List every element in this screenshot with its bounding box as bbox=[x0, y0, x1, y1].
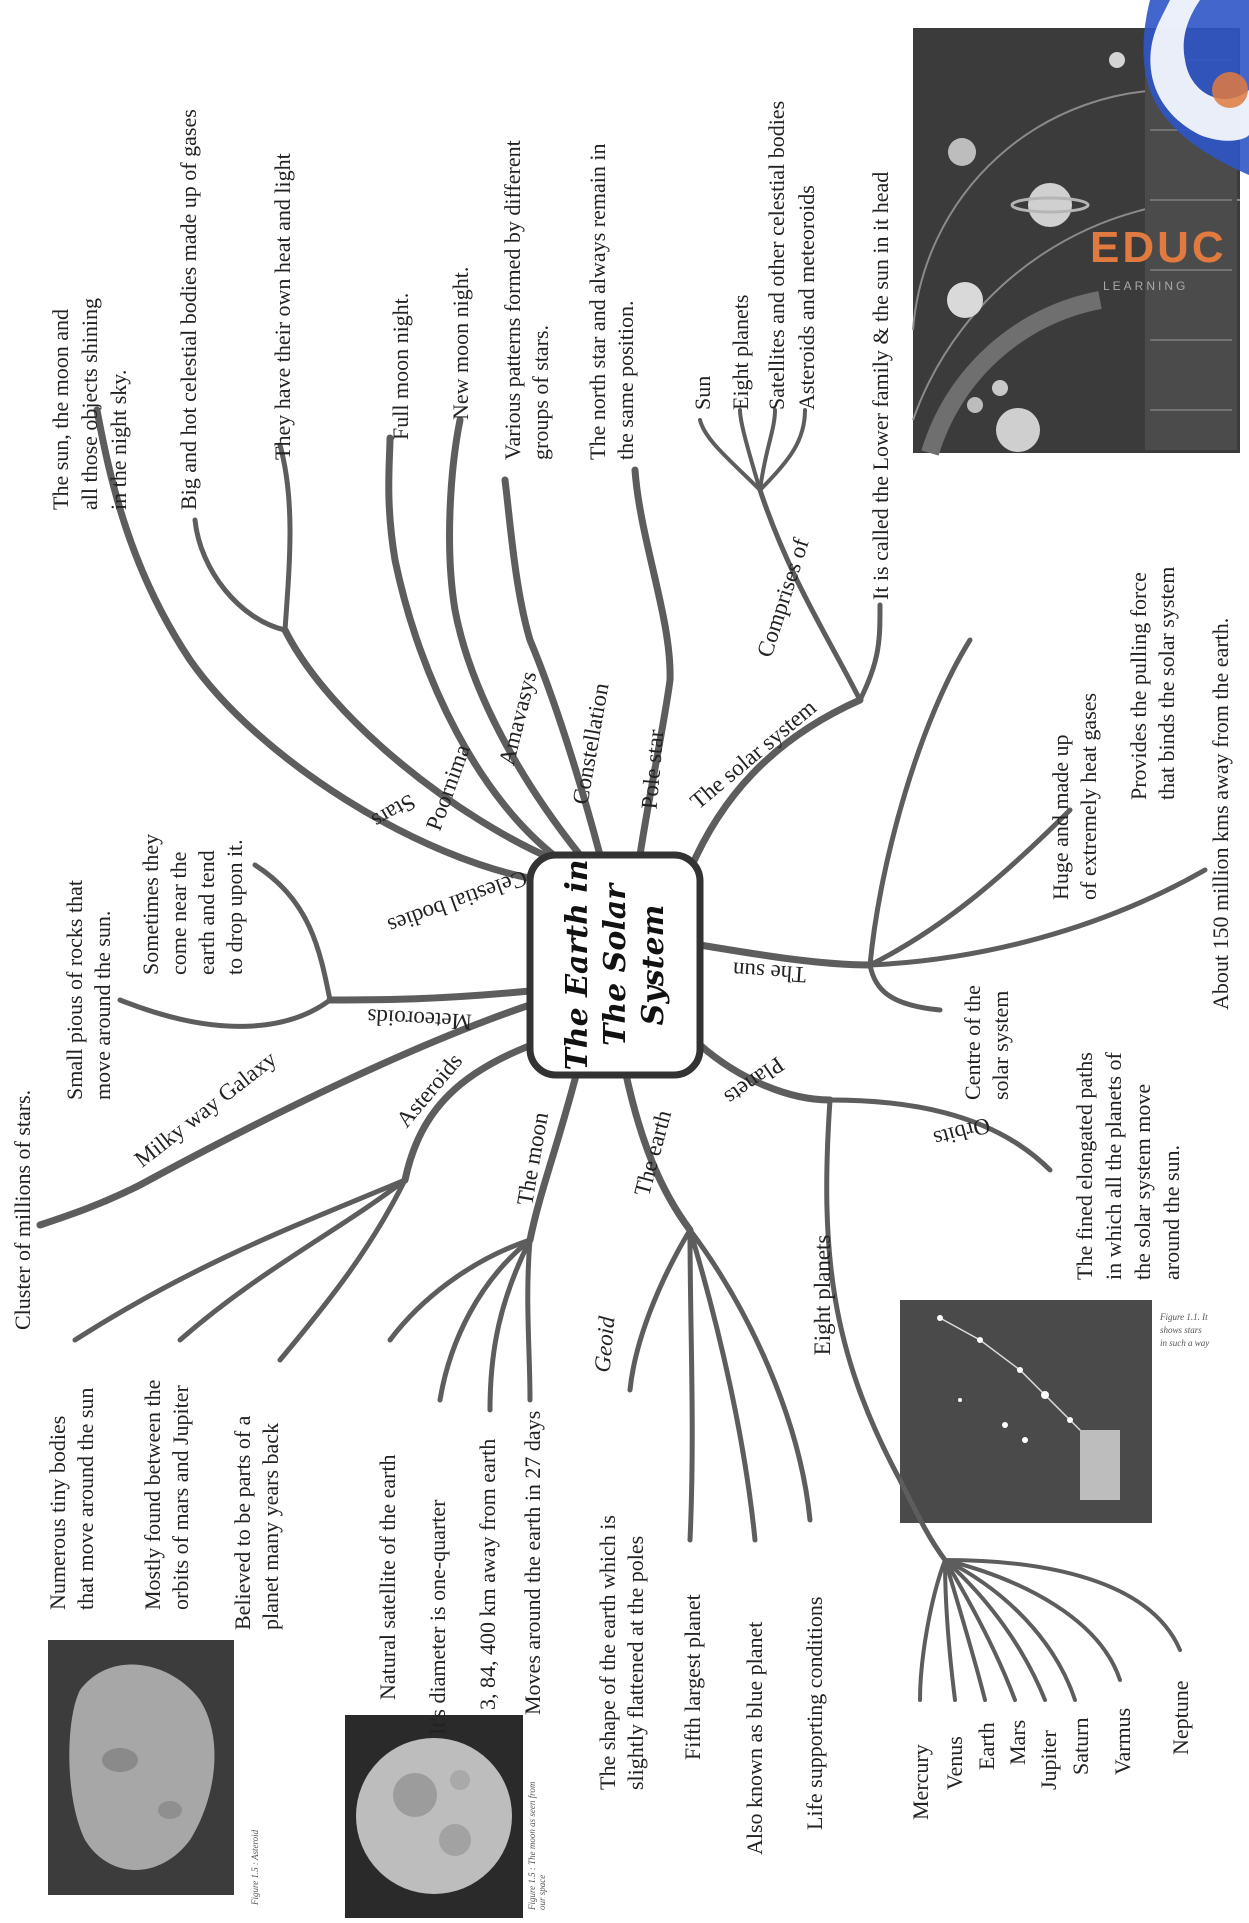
comprises-satellites: Satellites and other celestial bodies bbox=[764, 101, 789, 410]
constellation-def-2: groups of stars. bbox=[528, 325, 553, 460]
constellation-caption-1: Figure 1.1. It bbox=[1159, 1312, 1208, 1322]
earth-life-supporting: Life supporting conditions bbox=[802, 1597, 827, 1830]
branch-geoid: Geoid bbox=[590, 1315, 620, 1374]
branch-celestial-bodies: Celestial bodies bbox=[385, 865, 531, 939]
watermark-sub: LEARNING bbox=[1103, 279, 1188, 293]
comprises-asteroids-meteoroids: Asteroids and meteoroids bbox=[794, 185, 819, 410]
meteoroid-drop-1: Sometimes they bbox=[138, 834, 163, 975]
moon-natural-satellite: Natural satellite of the earth bbox=[375, 1454, 400, 1700]
branch-meteoroids: Meteoroids bbox=[367, 1004, 473, 1034]
orbits-def-2: in which all the planets of bbox=[1101, 1051, 1126, 1280]
planet-saturn: Saturn bbox=[1068, 1718, 1093, 1775]
branch-amavasys: Amavasys bbox=[494, 669, 541, 768]
sun-huge-1: Huge and made up bbox=[1048, 734, 1073, 900]
comprises-eight-planets: Eight planets bbox=[728, 295, 753, 410]
constellation-figure: Figure 1.1. It shows stars in such a way bbox=[900, 1300, 1232, 1523]
planet-jupiter: Jupiter bbox=[1036, 1729, 1061, 1790]
planet-mercury: Mercury bbox=[908, 1744, 933, 1820]
geoid-def-2: slightly flattened at the poles bbox=[623, 1536, 648, 1790]
pole-star-def-2: the same position. bbox=[613, 301, 638, 460]
asteroid-caption: Figure 1.5 : Asteroid bbox=[250, 1829, 260, 1906]
stars-own-light: They have their own heat and light bbox=[270, 153, 295, 460]
moon-caption-1: Figure 1.5 : The moon as seen from bbox=[527, 1781, 537, 1911]
milky-way-def: Cluster of millions of stars. bbox=[10, 1090, 35, 1330]
earth-blue-planet: Also known as blue planet bbox=[742, 1622, 767, 1855]
meteoroid-drop-4: to drop upon it. bbox=[222, 839, 247, 975]
meteoroid-drop-2: come near the bbox=[166, 852, 191, 975]
asteroid-parts-2: planet many years back bbox=[258, 1423, 283, 1630]
celestial-def-1: The sun, the moon and bbox=[48, 309, 73, 510]
comprises-sun: Sun bbox=[690, 376, 715, 410]
center-node: The Earth in The Solar System bbox=[530, 855, 700, 1075]
branch-planets: Planets bbox=[720, 1052, 789, 1111]
poornima-def: Full moon night. bbox=[388, 293, 413, 440]
earth-fifth-largest: Fifth largest planet bbox=[680, 1594, 705, 1760]
asteroid-figure: Figure 1.5 : Asteroid bbox=[48, 1640, 260, 1906]
orbits-def-4: around the sun. bbox=[1159, 1145, 1184, 1280]
constellation-caption-3: in such a way bbox=[1160, 1338, 1209, 1348]
moon-figure: Figure 1.5 : The moon as seen from our s… bbox=[345, 1715, 547, 1918]
amavasys-def: New moon night. bbox=[448, 267, 473, 420]
orbits-def-3: the solar system move bbox=[1130, 1084, 1155, 1280]
pole-star-def-1: The north star and always remain in bbox=[585, 144, 610, 460]
sun-centre-2: solar system bbox=[988, 991, 1013, 1100]
planet-varmus: Varmus bbox=[1110, 1708, 1135, 1775]
meteoroid-drop-3: earth and tend bbox=[194, 850, 219, 975]
branch-eight-planets: Eight planets bbox=[810, 1235, 835, 1356]
sun-force-1: Provides the pulling force bbox=[1126, 572, 1151, 800]
planet-earth: Earth bbox=[974, 1722, 999, 1770]
moon-diameter: It's diameter is one-quarter bbox=[425, 1499, 450, 1735]
moon-distance: 3, 84, 400 km away from earth bbox=[475, 1439, 500, 1710]
watermark-brand: EDUC bbox=[1090, 223, 1227, 272]
asteroid-orbits-1: Mostly found between the bbox=[140, 1380, 165, 1610]
asteroid-orbits-2: orbits of mars and Jupiter bbox=[168, 1384, 193, 1610]
meteoroid-rocks-1: Small pious of rocks that bbox=[62, 880, 87, 1100]
celestial-def-2: all those objects shining bbox=[77, 298, 102, 510]
geoid-def-1: The shape of the earth which is bbox=[595, 1515, 620, 1790]
branch-constellation: Constellation bbox=[568, 681, 614, 807]
moon-caption-2: our space bbox=[537, 1875, 547, 1910]
sun-huge-2: of extremely heat gases bbox=[1076, 693, 1101, 900]
sun-distance: About 150 million kms away from the eart… bbox=[1208, 618, 1233, 1010]
planet-venus: Venus bbox=[942, 1736, 967, 1790]
sun-centre-1: Centre of the bbox=[960, 985, 985, 1100]
constellation-caption-2: shows stars bbox=[1160, 1325, 1202, 1335]
constellation-def-1: Various patterns formed by different bbox=[500, 140, 525, 460]
branch-solar-system: The solar system bbox=[685, 695, 821, 814]
meteoroid-rocks-2: move around the sun. bbox=[90, 911, 115, 1100]
center-title-line-1: The Earth in bbox=[560, 859, 595, 1070]
moon-orbit-days: Moves around the earth in 27 days bbox=[520, 1411, 545, 1715]
branch-the-moon: The moon bbox=[512, 1110, 553, 1207]
asteroid-parts-1: Believed to be parts of a bbox=[230, 1415, 255, 1630]
sun-force-2: that binds the solar system bbox=[1154, 567, 1179, 800]
branch-pole-star: Pole star bbox=[637, 728, 669, 810]
stars-big-hot: Big and hot celestial bodies made up of … bbox=[176, 109, 201, 510]
planet-neptune: Neptune bbox=[1168, 1680, 1193, 1755]
planet-mars: Mars bbox=[1005, 1720, 1030, 1765]
branch-the-sun: The sun bbox=[731, 957, 807, 987]
solar-family: It is called the Lower family & the sun … bbox=[868, 172, 893, 600]
celestial-def-3: in the night sky. bbox=[106, 370, 131, 510]
asteroid-tiny-1: Numerous tiny bodies bbox=[45, 1416, 70, 1610]
center-title-line-3: System bbox=[636, 905, 671, 1026]
asteroid-tiny-2: that move around the sun bbox=[73, 1388, 98, 1610]
center-title-line-2: The Solar bbox=[598, 882, 633, 1046]
orbits-def-1: The fined elongated paths bbox=[1072, 1052, 1097, 1280]
